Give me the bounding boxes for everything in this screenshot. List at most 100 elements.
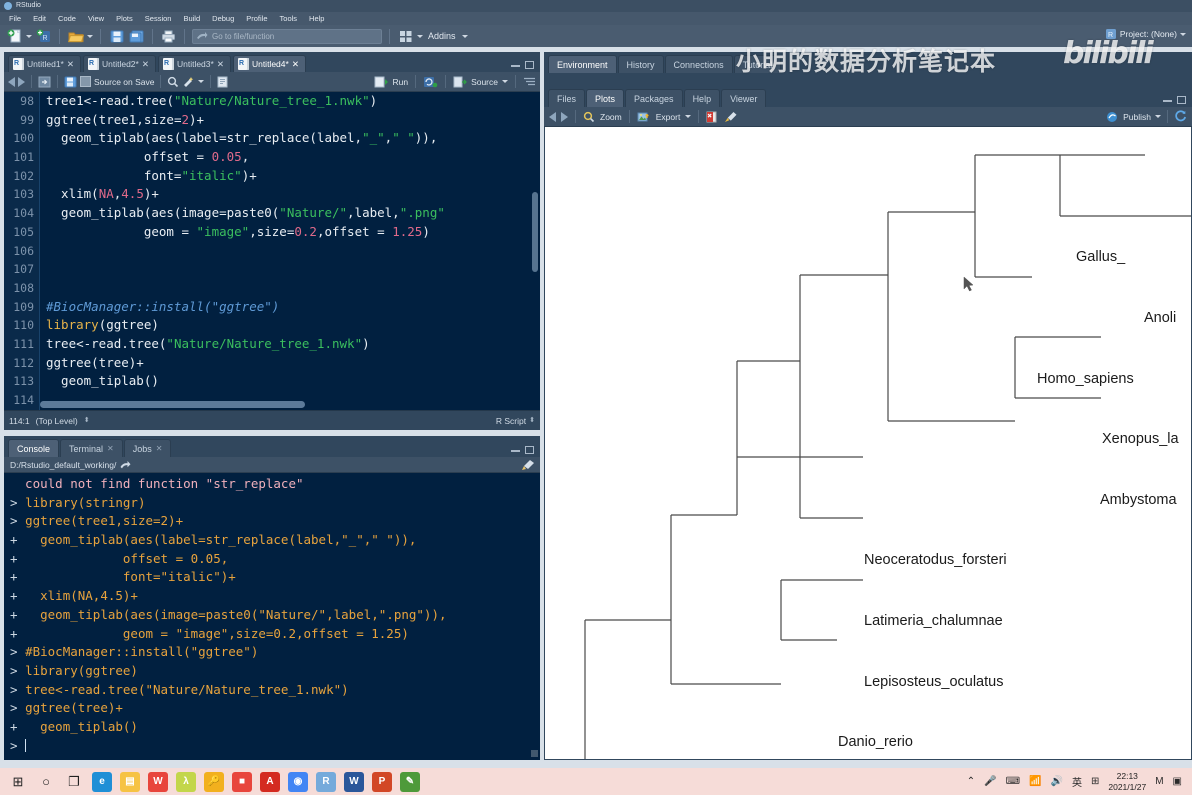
edge-icon[interactable]: e <box>92 771 112 792</box>
filetype-dropdown-icon[interactable]: ⬍ <box>529 417 535 424</box>
print-button[interactable] <box>160 28 177 44</box>
tab-environment[interactable]: Environment <box>548 55 617 73</box>
clear-console-icon[interactable] <box>521 459 535 471</box>
minimize-icon[interactable] <box>1163 99 1172 102</box>
source-tab-untitled2[interactable]: Untitled2* ✕ <box>82 55 156 72</box>
menu-view[interactable]: View <box>87 14 105 23</box>
tab-jobs[interactable]: Jobs ✕ <box>123 439 172 457</box>
ime-language-icon[interactable]: 英 <box>1071 778 1082 789</box>
close-icon[interactable]: ✕ <box>291 58 299 69</box>
run-icon[interactable] <box>374 76 389 88</box>
source-on-save-label[interactable]: Source on Save <box>94 76 155 87</box>
panes-button[interactable] <box>397 28 414 44</box>
source-dropdown-icon[interactable] <box>502 80 508 83</box>
addins-label[interactable]: Addins <box>428 31 456 41</box>
maximize-icon[interactable] <box>1177 96 1186 104</box>
publish-label[interactable]: Publish <box>1123 111 1151 122</box>
editor-vertical-scrollbar[interactable] <box>532 192 538 272</box>
explorer-icon[interactable]: ▤ <box>120 771 140 792</box>
publish-dropdown-icon[interactable] <box>1155 115 1161 118</box>
menu-profile[interactable]: Profile <box>246 14 268 23</box>
task-view-icon[interactable]: ❐ <box>68 773 80 789</box>
menu-help[interactable]: Help <box>309 14 325 23</box>
chrome-icon[interactable]: ◉ <box>288 771 308 792</box>
source-label[interactable]: Source <box>471 76 498 87</box>
refresh-icon[interactable] <box>1174 110 1187 123</box>
filetype-label[interactable]: R Script <box>495 415 527 426</box>
export-label[interactable]: Export <box>655 111 681 122</box>
key-icon[interactable]: 🔑 <box>204 771 224 792</box>
open-in-window-icon[interactable] <box>120 460 131 470</box>
mic-icon[interactable]: 🎤 <box>984 776 997 787</box>
menu-file[interactable]: File <box>9 14 22 23</box>
source-tab-untitled3[interactable]: Untitled3* ✕ <box>157 55 231 72</box>
goto-file-function-input[interactable]: Go to file/function <box>192 28 382 44</box>
tab-console[interactable]: Console <box>8 439 60 457</box>
close-icon[interactable]: ✕ <box>216 58 224 69</box>
tab-packages[interactable]: Packages <box>625 89 683 107</box>
close-icon[interactable]: ✕ <box>141 58 149 69</box>
addins-dropdown-icon[interactable] <box>461 34 468 38</box>
publish-icon[interactable] <box>1106 111 1119 123</box>
console-input-prompt[interactable]: > <box>10 737 27 753</box>
source-tab-untitled1[interactable]: Untitled1* ✕ <box>8 55 81 72</box>
forward-icon[interactable] <box>18 76 25 87</box>
maximize-icon[interactable] <box>525 61 534 69</box>
source-icon[interactable] <box>453 76 467 88</box>
taskbar-clock[interactable]: 22:13 2021/1/27 <box>1108 771 1146 793</box>
minimize-icon[interactable] <box>511 449 520 452</box>
save-icon[interactable] <box>64 76 77 88</box>
menu-plots[interactable]: Plots <box>116 14 133 23</box>
scope-label[interactable]: (Top Level) <box>35 415 78 426</box>
project-selector[interactable]: R Project: (None) <box>1105 28 1186 40</box>
reader-icon[interactable]: ■ <box>232 771 252 792</box>
new-file-dropdown-icon[interactable] <box>26 34 32 38</box>
broom-icon[interactable] <box>724 111 738 123</box>
magnifier-icon[interactable] <box>583 111 595 123</box>
show-in-new-window-icon[interactable] <box>38 76 51 88</box>
acrobat-icon[interactable]: A <box>260 771 280 792</box>
menu-code[interactable]: Code <box>58 14 76 23</box>
save-button[interactable] <box>108 28 125 44</box>
tab-files[interactable]: Files <box>548 89 586 107</box>
code-tools-dropdown-icon[interactable] <box>198 80 205 83</box>
outline-icon[interactable] <box>523 76 536 88</box>
back-icon[interactable] <box>8 76 15 87</box>
working-directory-label[interactable]: D:/Rstudio_default_working/ <box>10 459 117 470</box>
code-tools-icon[interactable] <box>182 76 195 88</box>
tab-history[interactable]: History <box>617 55 664 73</box>
open-file-dropdown-icon[interactable] <box>87 34 93 38</box>
ime-icon[interactable]: ⊞ <box>1090 776 1100 787</box>
tab-help[interactable]: Help <box>683 89 721 107</box>
tray-expand-icon[interactable]: ⌃ <box>966 776 976 787</box>
export-dropdown-icon[interactable] <box>685 115 692 118</box>
menu-tools[interactable]: Tools <box>279 14 298 23</box>
tab-tutorial[interactable]: Tutorial <box>733 55 782 73</box>
word-icon[interactable]: W <box>344 771 364 792</box>
close-icon[interactable]: ✕ <box>107 444 114 453</box>
rstudio-icon[interactable]: R <box>316 771 336 792</box>
scrollbar-thumb[interactable] <box>40 401 305 408</box>
notepad-icon[interactable]: W <box>148 771 168 792</box>
menu-session[interactable]: Session <box>144 14 172 23</box>
editor-icon[interactable]: ✎ <box>400 771 420 792</box>
editor-horizontal-scrollbar[interactable] <box>40 401 538 408</box>
minimize-icon[interactable] <box>511 64 520 67</box>
powerpoint-icon[interactable]: P <box>372 771 392 792</box>
console-output[interactable]: could not find function "str_replace"> l… <box>4 473 540 760</box>
tab-plots[interactable]: Plots <box>586 89 625 107</box>
wifi-icon[interactable]: 📶 <box>1029 776 1042 787</box>
tab-connections[interactable]: Connections <box>664 55 733 73</box>
windows-start-icon[interactable]: ⊞ <box>12 773 24 789</box>
menu-debug[interactable]: Debug <box>212 14 235 23</box>
remove-plot-icon[interactable] <box>706 111 719 123</box>
action-center-icon[interactable]: ▣ <box>1172 776 1182 787</box>
tab-viewer[interactable]: Viewer <box>721 89 767 107</box>
rerun-icon[interactable] <box>423 76 438 88</box>
panes-dropdown-icon[interactable] <box>417 34 423 38</box>
keyboard-icon[interactable]: ⌨ <box>1005 776 1021 787</box>
menu-edit[interactable]: Edit <box>33 14 47 23</box>
new-project-button[interactable]: R <box>35 28 52 44</box>
